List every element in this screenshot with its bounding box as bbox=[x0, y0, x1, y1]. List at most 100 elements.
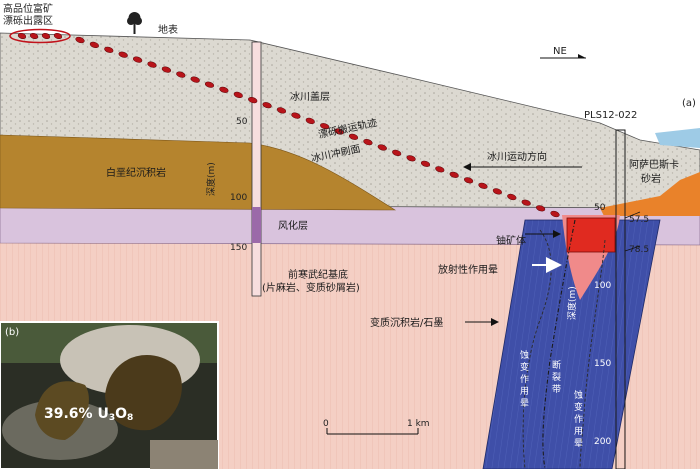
svg-text:作: 作 bbox=[574, 413, 583, 425]
alteration-left-label: 蚀 变 作 用 晕 bbox=[520, 349, 529, 409]
boulder-dot bbox=[392, 149, 402, 156]
drillhole-right bbox=[615, 129, 626, 469]
boulder-dot bbox=[449, 171, 459, 178]
depth-label-left: 深度(m) bbox=[205, 162, 217, 196]
boulder-dot bbox=[233, 91, 243, 98]
drillhole-left bbox=[251, 41, 262, 297]
boulder-dot bbox=[420, 160, 431, 167]
boulder-dot bbox=[406, 155, 416, 162]
intercept-bottom-leader bbox=[624, 245, 641, 252]
athabasca-label-1: 阿萨巴斯卡 bbox=[629, 158, 679, 171]
alteration-boundary-right bbox=[579, 239, 606, 469]
boulder-dot bbox=[478, 182, 488, 189]
depth-tick-100-right: 100 bbox=[594, 281, 611, 291]
outcrop-outline bbox=[9, 28, 71, 44]
boulder-trail bbox=[17, 32, 560, 218]
boulder-dot bbox=[248, 97, 258, 104]
alteration-boundary-left bbox=[522, 229, 552, 469]
depth-tick-100-left: 100 bbox=[230, 193, 247, 203]
glacier-direction-label: 冰川运动方向 bbox=[487, 150, 547, 163]
svg-text:晕: 晕 bbox=[574, 438, 583, 449]
boulder-dot bbox=[377, 144, 387, 151]
boulder-dot bbox=[147, 61, 157, 68]
scale-zero: 0 bbox=[323, 419, 329, 429]
boulder-dot bbox=[219, 86, 229, 93]
boulder-dot bbox=[29, 32, 39, 40]
svg-text:作: 作 bbox=[520, 373, 529, 385]
depth-tick-50-right: 50 bbox=[594, 203, 606, 213]
svg-text:用: 用 bbox=[520, 386, 529, 397]
boulder-dot bbox=[53, 32, 63, 40]
glacial-cover-label: 冰川盖层 bbox=[290, 90, 330, 103]
svg-text:带: 带 bbox=[552, 384, 561, 395]
svg-text:用: 用 bbox=[574, 426, 583, 437]
boulder-dot bbox=[320, 123, 330, 130]
boulder-dot bbox=[521, 199, 531, 206]
graphite-label: 变质沉积岩/石墨 bbox=[370, 316, 443, 329]
svg-text:断: 断 bbox=[552, 359, 561, 371]
boulder-dot bbox=[535, 205, 546, 212]
drillhole-label: PLS12-022 bbox=[584, 110, 637, 121]
svg-text:裂: 裂 bbox=[552, 372, 561, 383]
boulder-dot bbox=[262, 102, 272, 109]
basement-label-1: 前寒武纪基底 bbox=[288, 268, 348, 281]
water-patch bbox=[655, 128, 700, 148]
drillhole-left-weathered bbox=[252, 207, 261, 243]
north-label: NE bbox=[553, 46, 567, 57]
ore-body bbox=[566, 217, 616, 253]
intercept-bottom: 78.5 bbox=[629, 245, 649, 255]
boulder-dot bbox=[75, 36, 85, 44]
boulder-dot bbox=[204, 81, 215, 88]
boulder-dot bbox=[190, 76, 200, 83]
north-arrow: NE bbox=[540, 46, 586, 59]
basement-label-2: (片麻岩、变质砂屑岩) bbox=[262, 281, 360, 294]
boulder-dot bbox=[507, 193, 517, 201]
fault-zone-label: 断 裂 带 bbox=[552, 359, 561, 395]
surface-label: 地表 bbox=[158, 23, 178, 36]
outcrop-label-1: 高品位富矿 bbox=[3, 2, 53, 15]
weathered-layer-label: 风化层 bbox=[278, 219, 308, 232]
photo-grade-label: 39.6% U3O8 bbox=[44, 406, 133, 423]
intercept-top-leader bbox=[624, 211, 641, 219]
panel-a-label: (a) bbox=[682, 98, 696, 109]
boulder-dot bbox=[334, 128, 344, 135]
boulder-dot bbox=[492, 188, 503, 195]
depth-tick-200-right: 200 bbox=[594, 437, 611, 447]
boulder-dot bbox=[41, 32, 51, 40]
athabasca-label-2: 砂岩 bbox=[641, 172, 661, 185]
boulder-dot bbox=[463, 177, 474, 184]
svg-text:蚀: 蚀 bbox=[574, 389, 583, 401]
boulder-dot bbox=[305, 117, 315, 124]
depth-tick-150-left: 150 bbox=[230, 243, 247, 253]
tree-icon bbox=[127, 12, 142, 34]
cretaceous-label: 白垩纪沉积岩 bbox=[106, 166, 166, 179]
boulder-dot bbox=[161, 66, 172, 73]
outcrop-label-2: 漂砾出露区 bbox=[3, 14, 53, 27]
boulder-dot bbox=[176, 71, 186, 78]
boulder-dot bbox=[291, 112, 301, 119]
svg-text:变: 变 bbox=[520, 361, 529, 373]
svg-text:变: 变 bbox=[574, 401, 583, 413]
boulder-dot bbox=[276, 107, 287, 114]
alteration-right-label: 蚀 变 作 用 晕 bbox=[574, 389, 583, 449]
boulder-dot bbox=[435, 166, 445, 173]
ore-body-label: 铀矿体 bbox=[496, 234, 526, 247]
depth-tick-50-left: 50 bbox=[236, 117, 248, 127]
depth-tick-150-right: 150 bbox=[594, 359, 611, 369]
radioactive-halo-label: 放射性作用晕 bbox=[438, 263, 498, 276]
scale-km: 1 km bbox=[407, 419, 430, 429]
panel-b-label: (b) bbox=[5, 327, 19, 338]
boulder-dot bbox=[104, 46, 114, 53]
svg-text:晕: 晕 bbox=[520, 398, 529, 409]
boulder-dot bbox=[17, 32, 27, 40]
boulder-dot bbox=[89, 41, 100, 48]
depth-label-right: 深度(m) bbox=[566, 286, 578, 320]
boulder-dot bbox=[550, 210, 560, 218]
boulder-dot bbox=[363, 139, 373, 146]
boulder-dot bbox=[118, 51, 128, 58]
intercept-top: 57.5 bbox=[629, 215, 649, 225]
boulder-dot bbox=[348, 133, 359, 140]
boulder-dot bbox=[132, 56, 143, 63]
